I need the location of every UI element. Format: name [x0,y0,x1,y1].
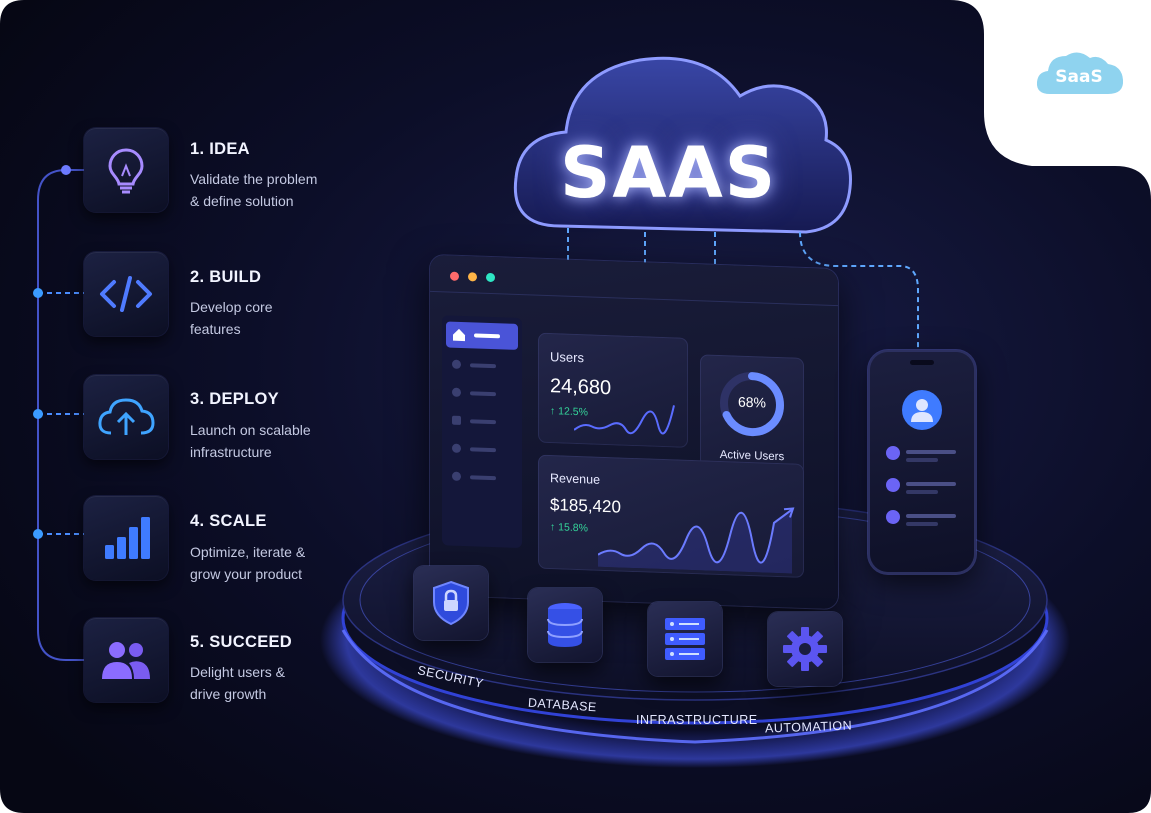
sidebar-item[interactable] [452,387,512,400]
check-icon [886,446,900,460]
sidebar-item[interactable] [452,471,512,484]
revenue-label: Revenue [550,471,601,487]
step-desc-line2: & define solution [190,193,294,209]
infrastructure-label: INFRASTRUCTURE [636,713,758,727]
window-minimize-dot [468,272,477,282]
avatar [902,390,942,430]
active-users-card: 68% Active Users [700,354,804,476]
shield-lock-icon [414,566,488,640]
users-icon [84,618,168,702]
step-desc-line1: Validate the problem [190,171,318,187]
server-icon [648,602,722,676]
lightbulb-icon [84,128,168,212]
revenue-delta: ↑ 15.8% [550,521,588,535]
sidebar-item-home[interactable] [446,321,518,350]
step-desc-line2: infrastructure [190,444,272,460]
step-title: 4. SCALE [190,512,267,530]
check-icon [886,510,900,524]
dashboard-sidebar [442,315,522,549]
users-sparkline [574,405,675,435]
check-icon [886,478,900,492]
step-desc-line2: grow your product [190,566,303,582]
users-card: Users 24,680 ↑ 12.5% [538,332,688,448]
step-title: 5. SUCCEED [190,633,293,651]
step-desc-line2: features [190,321,241,337]
code-icon [84,252,168,336]
step-title: 2. BUILD [190,268,262,286]
step-desc-line1: Develop core [190,299,273,315]
mobile-device [870,352,974,572]
sidebar-item[interactable] [452,359,512,372]
active-users-donut [720,372,784,437]
users-label: Users [550,349,584,366]
step-desc-line1: Launch on scalable [190,422,311,438]
cloud-upload-icon [84,375,168,459]
saas-badge-label: SaaS [1055,67,1103,87]
sidebar-item[interactable] [452,443,512,456]
home-icon [453,328,465,342]
revenue-card: Revenue $185,420 ↑ 15.8% [538,454,804,578]
step-desc-line2: drive growth [190,686,267,702]
window-maximize-dot [486,272,495,283]
revenue-sparkline [598,507,795,574]
sidebar-item[interactable] [452,415,512,428]
gear-icon [768,612,842,686]
step-title: 3. DEPLOY [190,390,279,408]
database-icon [528,588,602,662]
window-close-dot [450,271,459,281]
step-desc-line1: Delight users & [190,664,285,680]
titlebar-divider [430,290,838,307]
badge-cloud-icon [1036,52,1124,94]
dashboard-window: Users 24,680 ↑ 12.5% 68% Active Users Re… [430,254,838,610]
cloud-icon [513,56,852,234]
step-desc-line1: Optimize, iterate & [190,544,306,560]
cloud-label: SAAS [560,132,778,214]
step-title: 1. IDEA [190,140,250,158]
bar-chart-icon [84,496,168,580]
